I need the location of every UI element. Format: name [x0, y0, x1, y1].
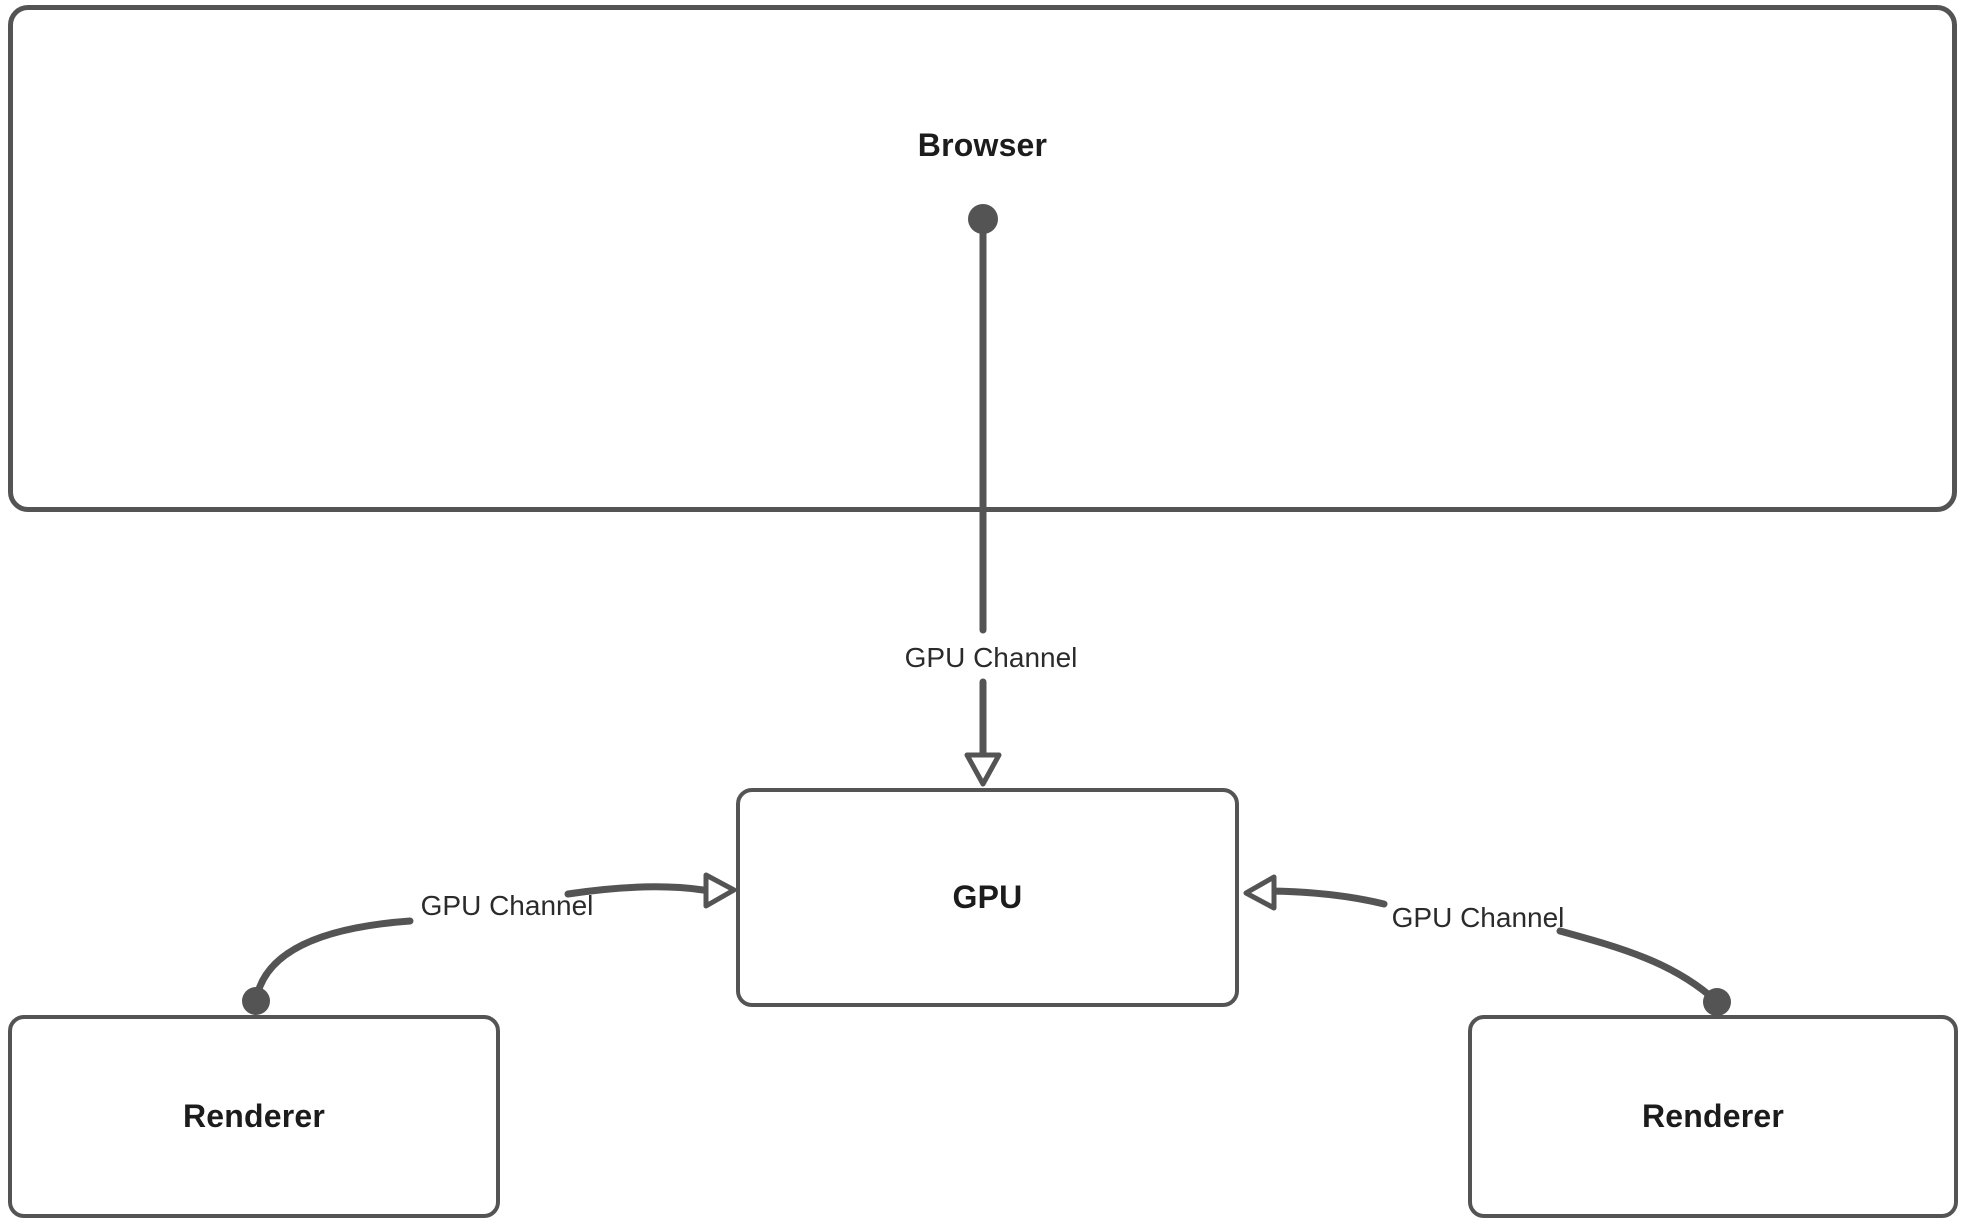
edge-renderer-right-gpu	[1243, 874, 1731, 1016]
edge-renderer-right-gpu-segment	[1258, 887, 1388, 908]
edge-label-renderer-right-gpu: GPU Channel	[1391, 902, 1565, 933]
arrowhead-down-icon	[964, 752, 1002, 787]
edge-renderer-left-gpu-curve	[252, 917, 414, 1005]
node-gpu-label: GPU	[952, 879, 1023, 915]
node-renderer-left-label: Renderer	[182, 1098, 326, 1134]
arrowhead-right-icon	[703, 872, 737, 909]
edge-label-renderer-left-gpu: GPU Channel	[420, 890, 594, 921]
node-browser[interactable]: Browser	[8, 5, 1957, 512]
edge-origin-dot-renderer-left	[242, 987, 270, 1015]
edge-origin-dot-renderer-right	[1703, 988, 1731, 1016]
edge-renderer-right-gpu-curve	[1556, 927, 1721, 1006]
node-renderer-right[interactable]: Renderer	[1468, 1015, 1958, 1218]
node-renderer-left[interactable]: Renderer	[8, 1015, 500, 1218]
node-renderer-right-label: Renderer	[1641, 1098, 1785, 1134]
node-gpu[interactable]: GPU	[736, 788, 1239, 1007]
arrowhead-left-icon	[1243, 874, 1277, 911]
node-browser-label: Browser	[917, 127, 1048, 163]
edge-label-browser-gpu: GPU Channel	[904, 642, 1078, 673]
